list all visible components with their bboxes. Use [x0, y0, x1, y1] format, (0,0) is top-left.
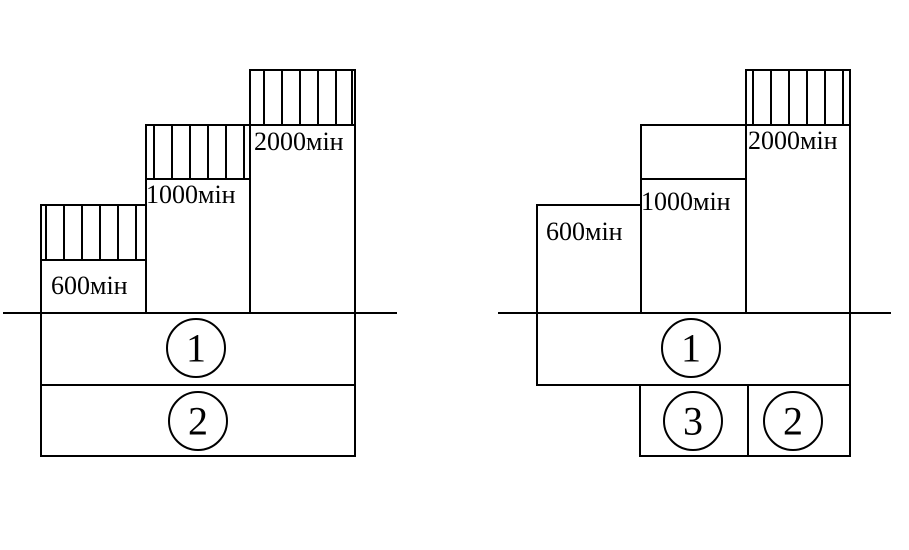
left-hatch-2000 [263, 70, 353, 125]
right-circle-3 [663, 391, 723, 451]
left-circle-2 [168, 391, 228, 451]
left-circle-2-label: 2 [188, 399, 208, 444]
right-circle-1 [661, 318, 721, 378]
right-diagram: 600мін 1000мін 2000мін 1 3 2 [498, 69, 891, 457]
left-diagram: 600мін 1000мін 2000мін 1 [3, 69, 397, 457]
right-circle-2-label: 2 [783, 399, 803, 444]
right-layer-2 [747, 384, 851, 457]
left-column-1000 [145, 124, 251, 314]
left-label-1000: 1000мін [146, 180, 236, 209]
right-hatch-2000 [752, 70, 844, 125]
left-label-600: 600мін [51, 271, 128, 300]
right-circle-2 [763, 391, 823, 451]
right-label-600: 600мін [546, 217, 623, 246]
right-column-1000 [640, 124, 747, 314]
right-column-2000 [745, 69, 851, 314]
right-label-2000: 2000мін [748, 126, 838, 155]
left-circle-1 [166, 318, 226, 378]
right-circle-1-label: 1 [681, 326, 701, 371]
left-column-2000 [249, 69, 356, 314]
left-hatch-600 [45, 205, 137, 260]
right-circle-3-label: 3 [683, 399, 703, 444]
left-label-2000: 2000мін [254, 127, 344, 156]
left-layer-2 [40, 384, 356, 457]
left-circle-1-label: 1 [186, 326, 206, 371]
left-hatch-1000 [153, 125, 245, 179]
right-label-1000: 1000мін [641, 187, 731, 216]
